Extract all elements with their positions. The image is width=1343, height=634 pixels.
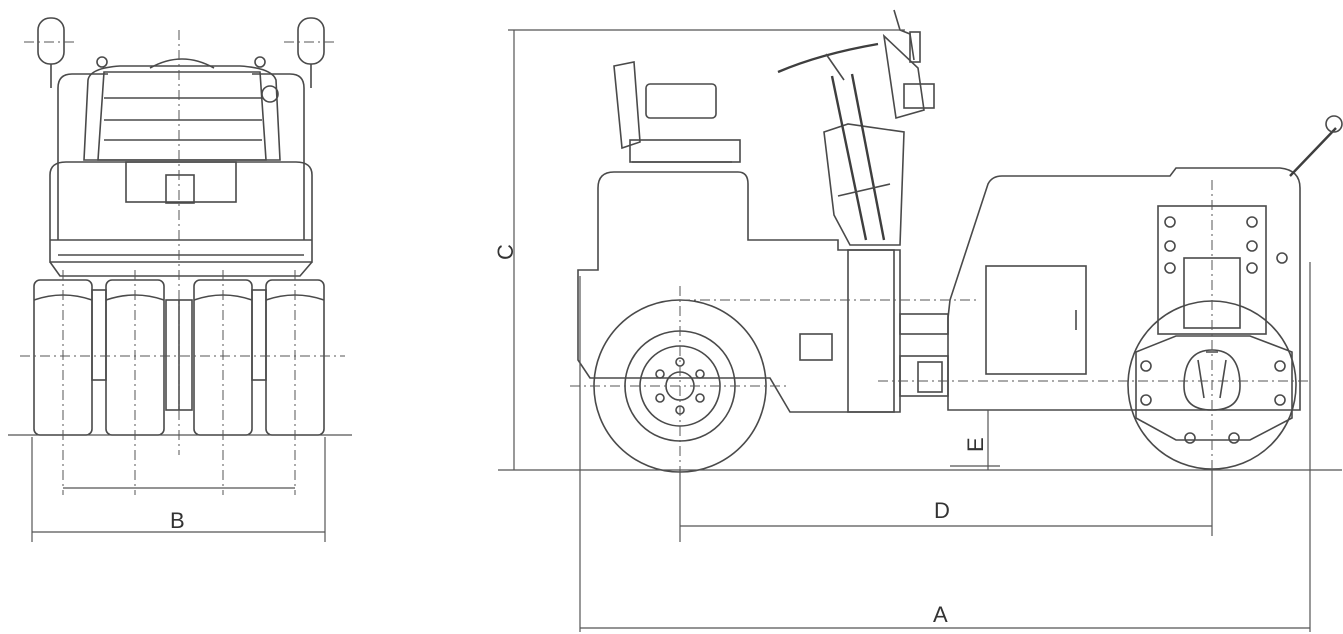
steering-column bbox=[777, 9, 935, 246]
front-view: B bbox=[8, 17, 352, 542]
dimension-c bbox=[508, 29, 905, 470]
front-rops-frame bbox=[37, 17, 325, 240]
side-front-body bbox=[947, 115, 1343, 411]
articulation-joint bbox=[899, 313, 949, 397]
right-lamp-icon bbox=[297, 17, 325, 65]
steering-wheel-icon bbox=[777, 42, 879, 74]
drawbar-ring-icon bbox=[1325, 115, 1343, 133]
side-view: C E D A bbox=[493, 9, 1343, 632]
front-body bbox=[49, 58, 313, 277]
dimension-label-a: A bbox=[933, 602, 948, 627]
dimension-e bbox=[950, 410, 1000, 470]
dimension-a bbox=[579, 262, 1311, 632]
left-lamp-icon bbox=[37, 17, 65, 65]
operator-seat bbox=[613, 61, 741, 163]
side-centerlines bbox=[570, 180, 1310, 470]
dimension-d bbox=[679, 470, 1213, 542]
side-access-panel bbox=[799, 333, 833, 361]
dimension-label-d: D bbox=[934, 498, 950, 523]
dimension-b bbox=[31, 437, 326, 542]
engine-hood-door bbox=[985, 265, 1087, 375]
front-centerlines bbox=[20, 30, 345, 495]
dimension-label-e: E bbox=[963, 437, 988, 452]
dimension-label-c: C bbox=[493, 244, 518, 260]
side-rear-body bbox=[577, 171, 901, 413]
dimension-label-b: B bbox=[170, 508, 185, 533]
